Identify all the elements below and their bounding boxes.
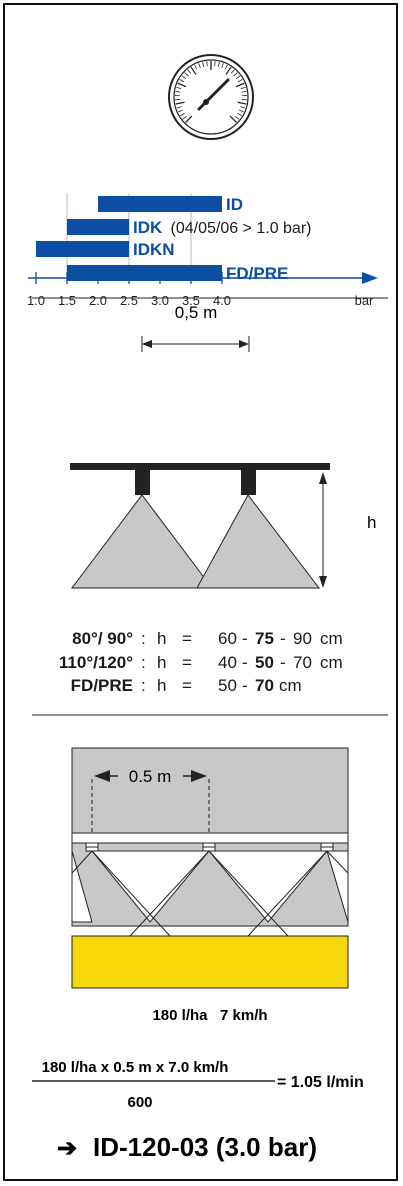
range-bar-note: (04/05/06 > 1.0 bar) <box>171 220 312 237</box>
nozzle-spacing-label: 0.5 m <box>129 767 172 786</box>
formula-numerator: 180 l/ha x 0.5 m x 7.0 km/h <box>42 1059 229 1076</box>
height-label: h <box>367 513 376 532</box>
range-bar-label: IDK <box>133 218 163 237</box>
nozzle-result: ID-120-03 (3.0 bar) <box>93 1132 317 1162</box>
axis-tick-label: 3.5 <box>182 293 200 308</box>
axis-tick-label: 1.0 <box>27 293 45 308</box>
nozzle <box>320 842 334 852</box>
range-bar <box>67 219 129 235</box>
nozzle-spacing-diagram <box>71 747 349 989</box>
axis-tick-label: 2.0 <box>89 293 107 308</box>
boom-spacing-label: 0,5 m <box>175 303 218 322</box>
rate-formula: 180 l/ha x 0.5 m x 7.0 km/h 600 = 1.05 l… <box>32 1059 364 1111</box>
nozzle <box>202 842 216 852</box>
formula-result: = 1.05 l/min <box>277 1074 364 1091</box>
pressure-gauge-icon <box>168 54 254 140</box>
range-bar-label: IDKN <box>133 240 175 259</box>
nozzle <box>241 470 256 495</box>
axis-tick-label: 4.0 <box>213 293 231 308</box>
range-bar <box>36 241 129 257</box>
ground-strip <box>71 935 349 989</box>
range-bar <box>98 196 222 212</box>
pressure-range-chart: ID IDK (04/05/06 > 1.0 bar) IDKN FD/PRE 1.0 1.… <box>27 193 378 308</box>
card-frame <box>3 3 398 1181</box>
nozzle <box>85 842 99 852</box>
boom-height-diagram <box>70 336 330 589</box>
range-bar <box>67 265 222 281</box>
axis-tick-label: 1.5 <box>58 293 76 308</box>
boom-bar <box>71 832 349 844</box>
recommended-nozzle: ➔ ID-120-03 (3.0 bar) <box>57 1132 317 1162</box>
spray-fan <box>196 494 321 589</box>
axis-unit-label: bar <box>355 293 374 308</box>
arrow-right-icon: ➔ <box>57 1135 77 1162</box>
formula-denominator: 600 <box>127 1094 152 1111</box>
spray-caption: 180 l/ha 7 km/h <box>152 1007 267 1024</box>
boom-bar <box>70 463 330 470</box>
spray-fan <box>70 494 214 589</box>
range-bar-label: ID <box>226 195 243 214</box>
axis-tick-label: 3.0 <box>151 293 169 308</box>
axis-tick-label: 2.5 <box>120 293 138 308</box>
range-bar-label: FD/PRE <box>226 264 288 283</box>
nozzle <box>135 470 150 495</box>
